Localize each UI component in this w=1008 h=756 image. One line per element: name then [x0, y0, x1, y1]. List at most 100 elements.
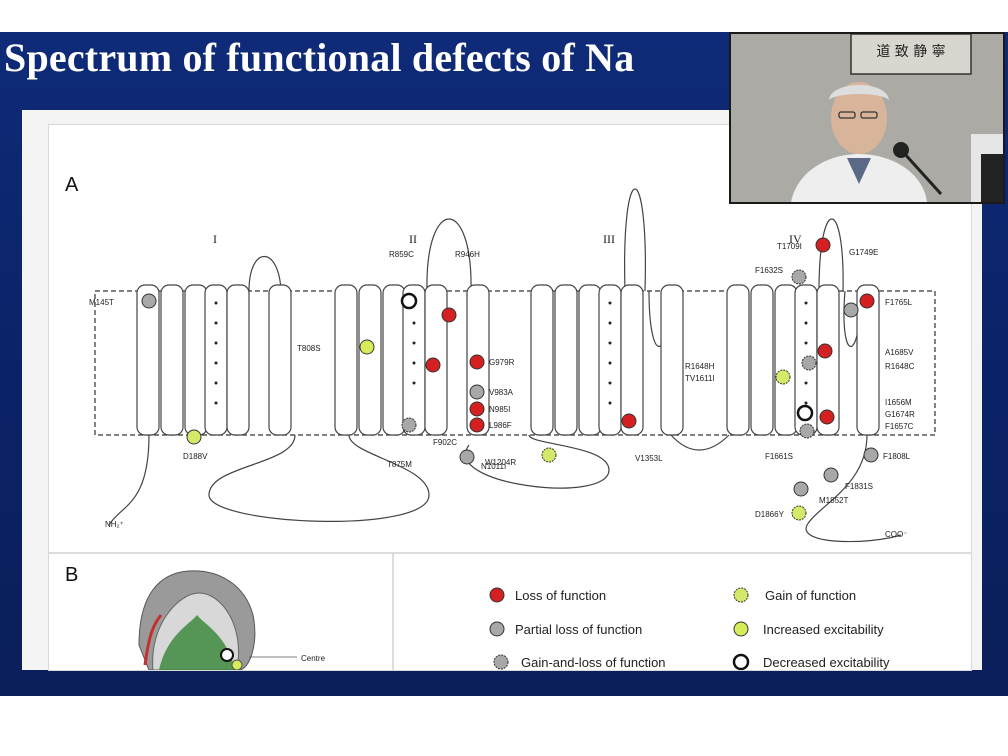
- tm-i-s4: [204, 284, 228, 436]
- marker-a1685v: [817, 343, 833, 359]
- marker-f1765l: [859, 293, 875, 309]
- legend-gain-swatch: [733, 587, 749, 603]
- label-f1765l: F1765L: [885, 298, 913, 307]
- marker-d1866y: [791, 505, 807, 521]
- marker-tv1611i: [775, 369, 791, 385]
- label-m145t: M145T: [89, 298, 114, 307]
- tm-i-s1: [136, 284, 160, 436]
- webcam-frame: 道 致 静 寧: [731, 34, 1003, 202]
- n-terminus: [108, 434, 150, 526]
- tm-iv-s2: [750, 284, 774, 436]
- label-g1749e: G1749E: [849, 248, 878, 257]
- marker-l986f: [469, 417, 485, 433]
- tm-ii-s3: [382, 284, 406, 436]
- microphone: [893, 142, 909, 158]
- label-v1353l: V1353L: [635, 454, 663, 463]
- label-f902c: F902C: [433, 438, 457, 447]
- label-w1204r: W1204R: [485, 458, 516, 467]
- marker-f1632s: [791, 269, 807, 285]
- tm-iv-s1: [726, 284, 750, 436]
- label-v983a: V983A: [489, 388, 514, 397]
- marker-i1656m: [796, 404, 814, 422]
- label-d1866y: D1866Y: [755, 510, 785, 519]
- label-f1808l: F1808L: [883, 452, 911, 461]
- legend-partial-swatch: [489, 621, 505, 637]
- tm-i-s5: [226, 284, 250, 436]
- calligraphy-text: 道 致 静 寧: [876, 43, 945, 60]
- domain-ii-label: II: [409, 232, 417, 246]
- marker-m1852t: [793, 481, 809, 497]
- label-g1674r: G1674R: [885, 410, 915, 419]
- label-r1648c: R1648C: [885, 362, 915, 371]
- tm-iii-s5: [620, 284, 644, 436]
- tm-i-s2: [160, 284, 184, 436]
- tm-i-s3: [184, 284, 208, 436]
- brain-label-centre: Centre: [301, 654, 326, 663]
- label-m1852t: M1852T: [819, 496, 848, 505]
- domain-i-label: I: [213, 232, 217, 246]
- legend-increased-label: Increased excitability: [763, 622, 884, 637]
- tm-iv-s6: [856, 284, 880, 436]
- loop-iii-iv: [670, 434, 730, 451]
- panel-b-label: B: [65, 564, 78, 586]
- marker-t1709i: [815, 237, 831, 253]
- legend-partial-label: Partial loss of function: [515, 622, 642, 637]
- c-terminus: [805, 434, 902, 543]
- label-f1657c: F1657C: [885, 422, 914, 431]
- marker-f1808l: [863, 447, 879, 463]
- tm-i-s6: [268, 284, 292, 436]
- loop-iv-s5s6: [818, 218, 844, 292]
- tm-iii-s4: [598, 284, 622, 436]
- loop-iii-s5s6: [624, 188, 646, 292]
- label-l986f: L986F: [489, 421, 512, 430]
- legend-gain-loss-label: Gain-and-loss of function: [521, 655, 666, 670]
- webcam-video: 道 致 静 寧: [729, 32, 1005, 204]
- tm-iii-s6: [660, 284, 684, 436]
- marker-v1353l: [621, 413, 637, 429]
- c-terminus-label: COO⁻: [885, 530, 907, 539]
- legend-decreased-label: Decreased excitability: [763, 655, 890, 670]
- label-t875m: T875M: [387, 460, 412, 469]
- legend-decreased-swatch: [732, 653, 750, 671]
- legend-gain-label: Gain of function: [765, 588, 856, 603]
- presenter-head: [831, 82, 887, 154]
- slide-title: Spectrum of functional defects of Na: [4, 35, 635, 80]
- marker-r1648c: [801, 355, 817, 371]
- n-terminus-label: NH₂⁺: [105, 520, 124, 529]
- tm-iii-s1: [530, 284, 554, 436]
- brain-illustration: [138, 570, 297, 671]
- calligraphy-frame: [850, 34, 972, 75]
- marker-g979r: [469, 354, 485, 370]
- domain-iii-label: III: [603, 232, 615, 246]
- label-r946h: R946H: [455, 250, 480, 259]
- label-a1685v: A1685V: [885, 348, 914, 357]
- marker-g1674r: [819, 409, 835, 425]
- channel-figure: A I II III IV: [48, 124, 972, 671]
- label-i1656m: I1656M: [885, 398, 912, 407]
- tm-iii-s2: [554, 284, 578, 436]
- panel-a-label: A: [65, 174, 79, 196]
- channel-diagram-svg: A I II III IV: [49, 174, 971, 671]
- marker-d188v: [186, 429, 202, 445]
- label-r1648h: R1648H: [685, 362, 715, 371]
- tm-ii-s1: [334, 284, 358, 436]
- domain-iv-label: IV: [789, 232, 802, 246]
- marker-r946h: [441, 307, 457, 323]
- loop-ii-s5s6: [426, 218, 472, 292]
- tm-iv-s3: [774, 284, 798, 436]
- legend-gain-loss-swatch: [493, 654, 509, 670]
- loop-i-ii: [208, 434, 430, 522]
- membrane-outline: [94, 290, 936, 436]
- legend-loss-label: Loss of function: [515, 588, 606, 603]
- label-f1831s: F1831S: [845, 482, 873, 491]
- marker-r859c: [400, 292, 418, 310]
- marker-f1831s: [823, 467, 839, 483]
- label-d188v: D188V: [183, 452, 208, 461]
- loop-i-s5s6: [248, 255, 282, 292]
- label-n1011i: N1011I: [481, 462, 506, 471]
- label-f1632s: F1632S: [755, 266, 783, 275]
- loop-ii-iii: [465, 434, 610, 489]
- marker-f902c: [425, 357, 441, 373]
- tm-iv-s5: [816, 284, 840, 436]
- marker-v983a: [469, 384, 485, 400]
